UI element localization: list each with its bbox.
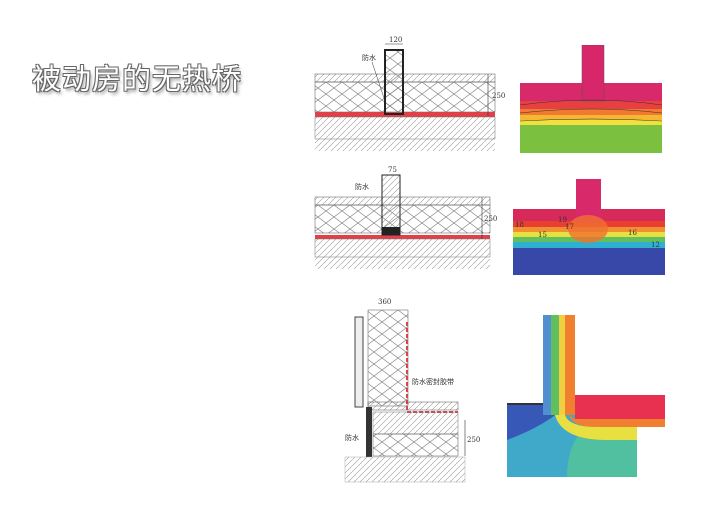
note-label: 防水 [345,433,359,442]
isotherm-label: 12 [651,241,660,249]
isotherm-label: 19 [558,216,567,224]
height-label: 250 [484,215,497,223]
isotherm-label: 16 [628,229,637,237]
construction-detail-2: 75 防水 250 [314,166,497,269]
thermal-simulation-2: 18 19 17 15 16 12 [513,179,665,275]
construction-detail-3: 360 防水密封胶带 防水 250 [344,298,480,483]
thermal-simulation-3 [507,315,665,477]
tape-note-label: 防水密封胶带 [412,377,454,386]
height-label: 250 [467,436,480,444]
note-label: 防水 [355,182,369,191]
isotherm-label: 17 [565,223,574,231]
width-label: 360 [378,298,391,306]
width-label: 120 [389,36,402,44]
width-label: 75 [388,166,397,174]
construction-detail-1: 120 防水 250 [314,36,505,151]
thermal-simulation-1 [520,45,662,153]
isotherm-label: 18 [515,221,524,229]
isotherm-label: 15 [538,231,547,239]
slide-title: 被动房的无热桥 [32,62,243,96]
note-label: 防水 [362,53,376,62]
height-label: 250 [492,92,505,100]
